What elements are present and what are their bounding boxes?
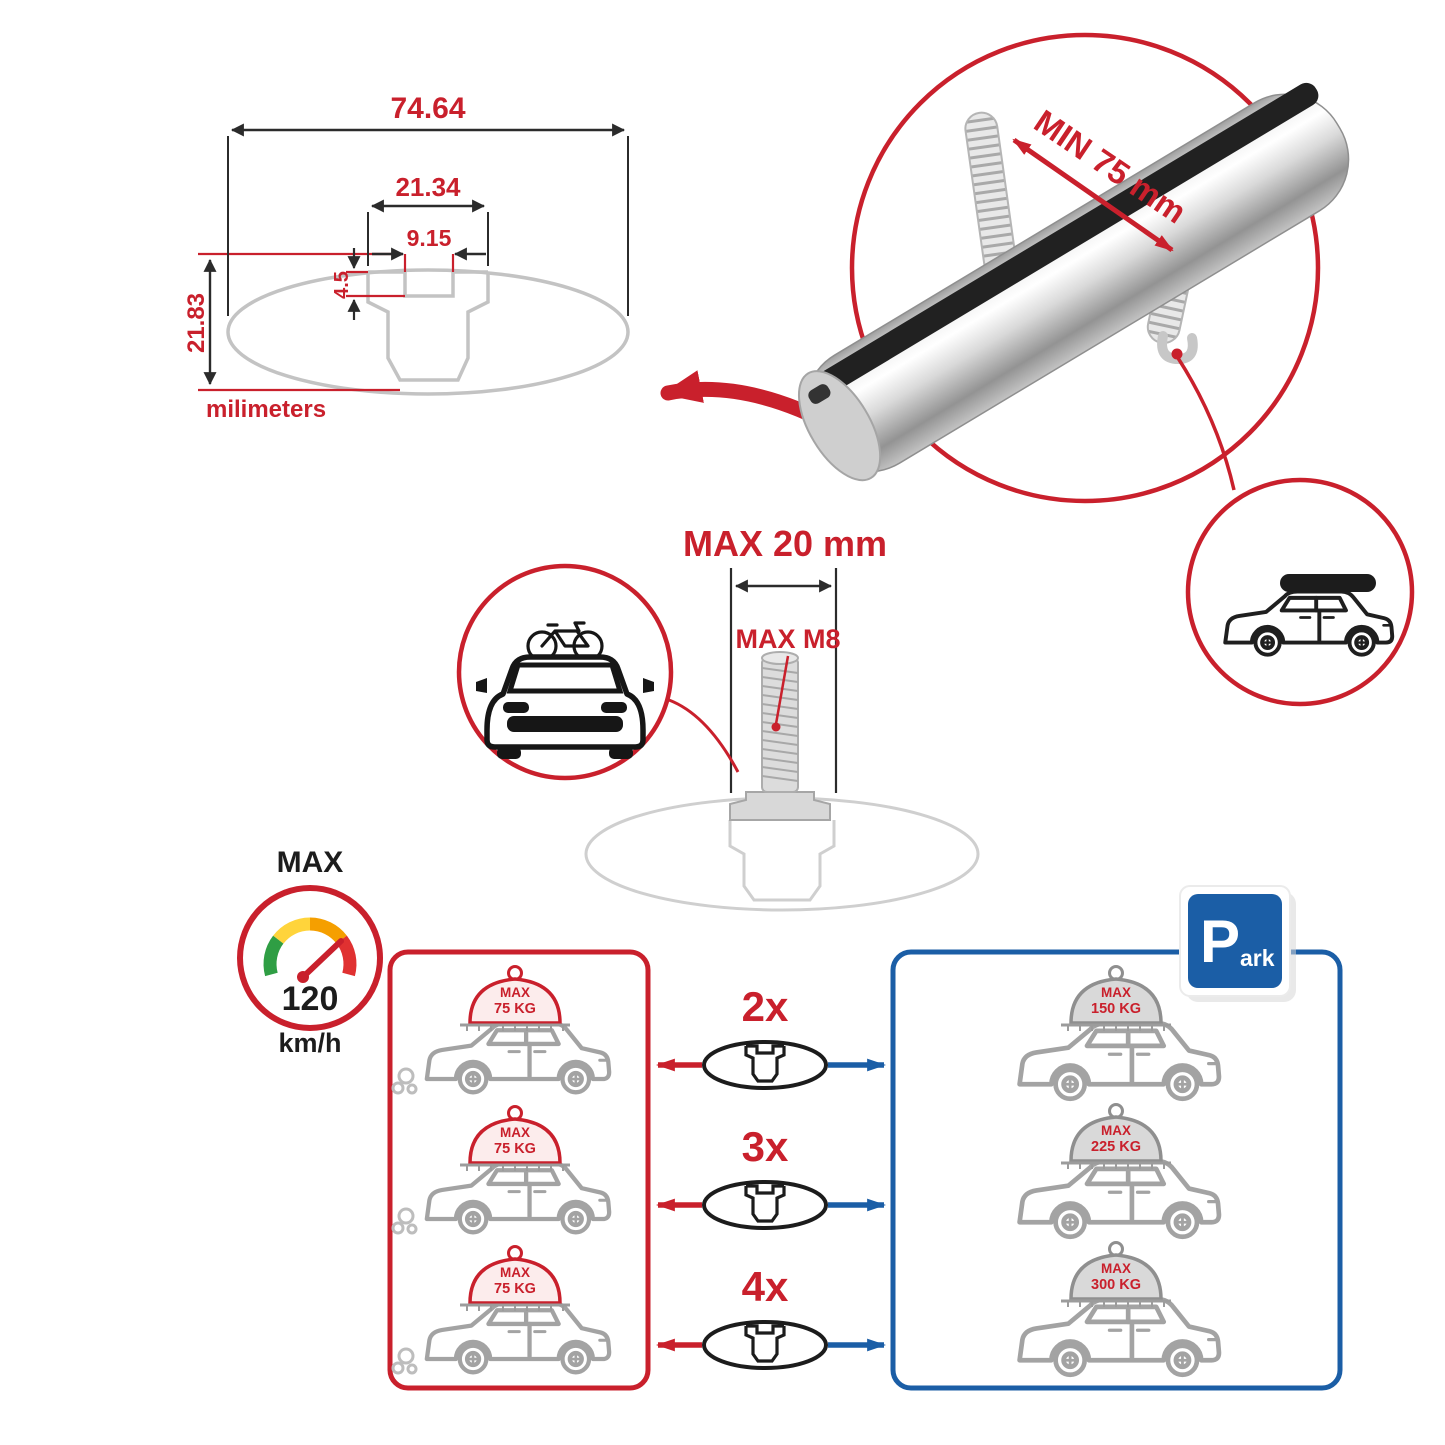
car-headlight-left	[503, 702, 529, 713]
car-mirror-right	[643, 678, 654, 693]
channel-width-extension-lines	[367, 212, 489, 266]
max-thread-label: MAX M8	[735, 624, 840, 654]
roof-box	[1280, 574, 1376, 592]
slot-width-label: 9.15	[407, 225, 452, 251]
ghost-housing	[728, 820, 836, 902]
crossbar-icon-2	[702, 1180, 828, 1230]
car-windshield	[506, 662, 624, 694]
parking-sign: P ark	[1179, 885, 1296, 1002]
exhaust-smoke	[391, 1207, 418, 1235]
channel-width-label: 21.34	[395, 172, 461, 202]
driving-load-2-label: MAX	[500, 1125, 530, 1140]
red-reference-lines	[198, 252, 455, 392]
exhaust-smoke	[391, 1347, 418, 1375]
parked-load-1-label: MAX	[1101, 985, 1131, 1000]
speed-value: 120	[282, 980, 339, 1018]
multiplier-column: 2x 3x 4x	[655, 983, 887, 1370]
bike-icon	[526, 621, 604, 662]
slot-depth-label: 4.5	[331, 271, 353, 299]
exhaust-smoke	[391, 1067, 418, 1095]
parking-sign-ark: ark	[1240, 945, 1275, 971]
bar-detail-circle: MIN 75 mm	[797, 32, 1350, 504]
t-nut	[729, 791, 831, 821]
connector-to-car-circle	[1176, 357, 1236, 491]
profile-dimension-drawing: 74.64 21.34 9.15 4.5 21.83 milimeters	[183, 92, 842, 434]
clamp-point-dot	[1171, 348, 1183, 360]
circle-to-bolt-leader	[668, 698, 740, 773]
thread-leader-dot	[771, 722, 781, 732]
driving-load-2-value: 75 KG	[494, 1141, 536, 1157]
speed-units: km/h	[278, 1028, 341, 1058]
profile-ellipse	[226, 268, 630, 396]
speedometer-badge: MAX 120 km/h	[237, 846, 383, 1058]
multiplier-2x: 2x	[742, 983, 789, 1030]
suv-roofbox-circle	[1185, 477, 1415, 707]
speed-title: MAX	[277, 846, 344, 879]
crossbar-icon-1	[702, 1040, 828, 1090]
multiplier-3x: 3x	[742, 1123, 789, 1170]
bolt-dim-lines	[729, 568, 838, 793]
min-span-arrow	[1012, 137, 1174, 253]
driving-load-3-value: 75 KG	[494, 1281, 536, 1297]
car-mirror-left	[476, 678, 487, 693]
units-label: milimeters	[206, 396, 326, 423]
total-width-extension-lines	[227, 136, 629, 316]
thread-leader-line	[774, 655, 790, 725]
driving-load-1-label: MAX	[500, 985, 530, 1000]
total-height-label: 21.83	[183, 293, 210, 353]
parked-panel: MAX 150 KG MAX 225 KG MAX 300 KG	[890, 949, 1343, 1391]
car-grille	[507, 716, 623, 732]
multiplier-4x: 4x	[742, 1263, 789, 1310]
driving-panel: MAX 75 KG MAX 75 KG MAX 75 KG	[387, 949, 651, 1391]
car-headlight-right	[601, 702, 627, 713]
car-wheel-left	[497, 747, 521, 759]
gauge-needle-pivot	[297, 971, 309, 983]
parked-load-3-label: MAX	[1101, 1261, 1131, 1276]
total-width-label: 74.64	[390, 92, 465, 125]
bar-end-slot	[808, 384, 831, 404]
parked-load-3-value: 300 KG	[1091, 1277, 1141, 1293]
parked-load-1-value: 150 KG	[1091, 1001, 1141, 1017]
parking-sign-blue	[1188, 894, 1282, 988]
max-length-label: MAX 20 mm	[683, 523, 887, 564]
driving-load-3-label: MAX	[500, 1265, 530, 1280]
bolt-top	[761, 651, 799, 665]
profile-t-slot	[366, 270, 490, 382]
car-wheel-right	[609, 747, 633, 759]
car-bike-circle	[456, 563, 740, 781]
parked-load-2-value: 225 KG	[1091, 1139, 1141, 1155]
crossbar-icon-3	[702, 1320, 828, 1370]
car-front-icon	[476, 654, 654, 759]
bolt-section: MAX 20 mm MAX M8	[584, 523, 980, 912]
gauge-needle	[300, 938, 344, 980]
driving-load-1-value: 75 KG	[494, 1001, 536, 1017]
parked-load-2-label: MAX	[1101, 1123, 1131, 1138]
parking-sign-p: P	[1200, 908, 1240, 975]
speedometer-circle	[237, 885, 383, 1031]
